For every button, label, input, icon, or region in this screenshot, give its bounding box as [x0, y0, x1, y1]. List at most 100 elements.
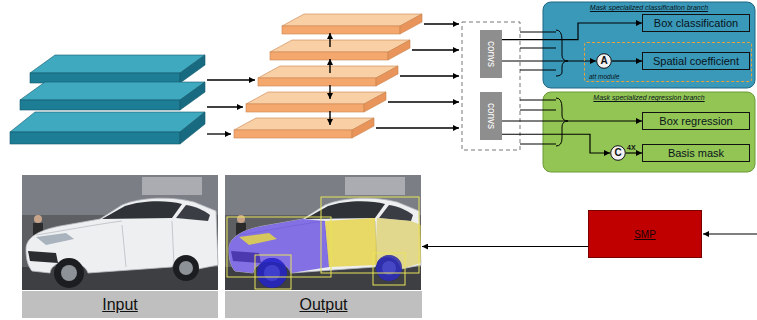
backbone-slabs — [10, 132, 180, 144]
segmentation-overlay — [227, 197, 419, 289]
smp-label: SMP — [634, 229, 656, 240]
fpn-slabs — [246, 104, 364, 112]
backbone-slabs — [180, 82, 205, 110]
branch-title: Mask specialized classification branch — [543, 2, 755, 11]
feature-bundle — [556, 30, 568, 76]
branch-title: Mask specialized regression branch — [543, 92, 755, 101]
fpn-slabs — [352, 118, 374, 138]
fpn-slabs — [234, 130, 352, 138]
fpn-slabs — [282, 14, 422, 26]
segmentation-overlay — [321, 197, 419, 273]
output-box: Spatial coefficient — [642, 52, 750, 70]
fpn-slabs — [270, 40, 410, 52]
fpn-slabs — [234, 118, 374, 130]
box-label: Box regression — [659, 115, 732, 127]
connector-arrow — [626, 152, 642, 153]
feature-bundle — [556, 98, 568, 146]
lateral-arrows — [424, 23, 459, 24]
lateral-arrows — [400, 75, 459, 76]
backbone-slabs — [30, 55, 205, 73]
backbone-slabs — [20, 82, 205, 100]
conv-block: convs — [480, 30, 502, 78]
fpn-slabs — [376, 66, 398, 86]
scale-label: 4X — [627, 144, 636, 151]
fpn-arrows — [329, 33, 330, 47]
fpn-slabs — [270, 52, 388, 60]
connector-arrow — [502, 60, 596, 61]
fpn-slabs — [258, 78, 376, 86]
connector-arrow — [502, 23, 642, 40]
operator-symbol: C — [614, 148, 621, 158]
image-panel: Input — [22, 175, 218, 318]
circle-outline — [611, 146, 626, 161]
box-label: Spatial coefficient — [653, 55, 739, 67]
conv-block: convs — [480, 92, 502, 140]
segmentation-overlay — [227, 217, 331, 277]
fpn-slabs — [246, 92, 386, 104]
output-box: Box classification — [642, 14, 750, 32]
smp-box: SMP — [588, 210, 702, 258]
output-box: Box regression — [642, 112, 750, 130]
lateral-arrows — [388, 101, 459, 102]
backbone-slabs — [20, 100, 180, 110]
image-caption: Output — [225, 291, 422, 318]
conv-label: convs — [486, 41, 496, 67]
segmentation-overlay — [239, 233, 277, 245]
smp-input-arrow — [703, 233, 757, 234]
box-label: Box classification — [654, 17, 738, 29]
fpn-slabs — [282, 26, 400, 34]
segmentation-overlay — [255, 255, 291, 289]
lateral-arrows — [207, 106, 243, 107]
attention-module: att module A Spatial coefficient — [584, 42, 752, 82]
lateral-arrows — [207, 24, 459, 134]
lateral-arrows — [376, 127, 459, 128]
feature-bundle — [520, 30, 568, 146]
fpn-slabs — [400, 14, 422, 34]
output-photo — [225, 175, 421, 290]
image-panel: Output — [225, 175, 422, 318]
backbone-slabs — [180, 55, 205, 83]
module-label: att module — [589, 73, 619, 80]
output-box: Basis mask — [642, 144, 750, 162]
branch-panel: Mask specialized regression branchBox re… — [543, 92, 755, 172]
branch-panel: Mask specialized classification branchBo… — [543, 2, 755, 88]
fpn-arrows — [329, 33, 330, 125]
connector-arrow — [612, 60, 642, 61]
circle-outline — [597, 54, 612, 69]
image-caption: Input — [22, 291, 218, 318]
branch-fills — [543, 2, 755, 172]
feature-bundle — [520, 100, 556, 144]
label-anchor: 4X — [627, 136, 636, 154]
fpn-arrows — [329, 111, 330, 125]
fpn-slabs — [364, 92, 386, 112]
fpn-arrows — [329, 85, 330, 99]
segmentation-overlay — [257, 258, 287, 288]
segmentation-overlay — [227, 197, 421, 289]
fpn-slabs — [258, 66, 398, 78]
branch-fill — [543, 92, 755, 172]
head-frame — [462, 22, 520, 150]
connector-arrow — [502, 134, 610, 153]
connector-arrow — [422, 246, 588, 247]
operator-circle: A — [596, 53, 612, 69]
connector-arrow — [502, 120, 642, 121]
fpn-slabs — [388, 40, 410, 60]
branch-fill — [543, 2, 755, 88]
segmentation-overlay — [373, 253, 405, 285]
lateral-arrows — [207, 79, 255, 80]
backbone-slabs — [30, 73, 180, 83]
feature-bundle — [520, 32, 556, 70]
operator-circle: C — [610, 145, 626, 161]
conv-label: convs — [486, 103, 496, 129]
backbone-slabs — [10, 112, 205, 132]
input-photo — [22, 175, 218, 290]
fpn-arrows — [329, 59, 330, 73]
backbone-slabs — [180, 112, 205, 144]
operator-symbol: A — [600, 56, 607, 66]
backbone-slabs — [10, 55, 205, 144]
segmentation-overlay — [325, 218, 377, 267]
